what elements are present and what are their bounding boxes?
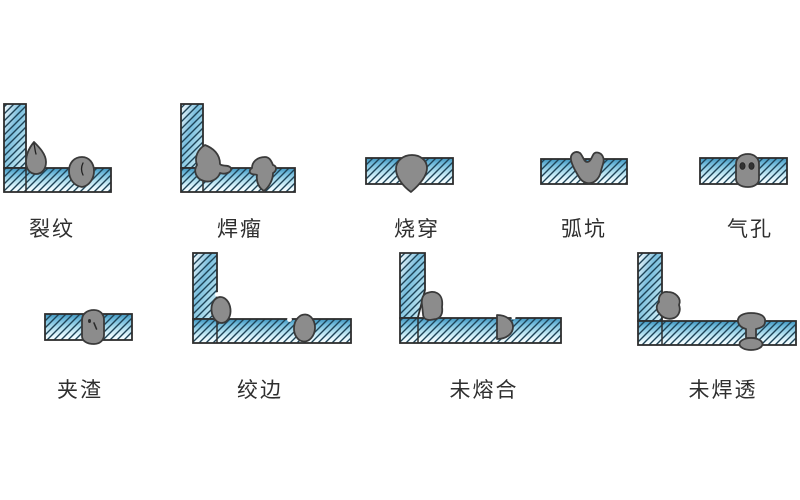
panel-burn-through [365,152,455,194]
slag-inclusion-diagram [44,309,133,345]
defect-label-arc-crater: 弧坑 [561,217,607,241]
defect-label-slag-inclusion: 夹渣 [57,378,103,402]
defect-label-undercut: 绞边 [237,378,283,402]
panel-undercut [192,252,353,344]
defect-label-overlap: 焊瘤 [217,217,263,241]
undercut-diagram [192,252,352,344]
panel-overlap [180,102,297,195]
burn-through-diagram [365,154,454,193]
arc-crater-diagram [540,151,628,185]
defect-label-crack: 裂纹 [29,217,75,241]
panel-arc-crater [540,150,629,192]
panel-crack [2,102,113,195]
panel-porosity [699,152,789,194]
porosity-diagram [699,153,788,188]
incomplete-penetration-diagram [637,252,797,351]
defect-label-lack-of-fusion: 未熔合 [449,378,519,402]
panel-slag-inclusion [44,308,134,350]
panel-lack-of-fusion [399,252,563,344]
tjoint-crack-diagram [3,103,112,193]
defect-label-burn-through: 烧穿 [394,217,440,241]
defect-label-incomplete-penetration: 未焊透 [688,378,758,402]
tjoint-overlap-diagram [180,103,296,193]
defect-label-porosity: 气孔 [727,217,773,241]
lack-of-fusion-diagram [399,252,562,344]
panel-incomplete-penetration [637,252,798,352]
